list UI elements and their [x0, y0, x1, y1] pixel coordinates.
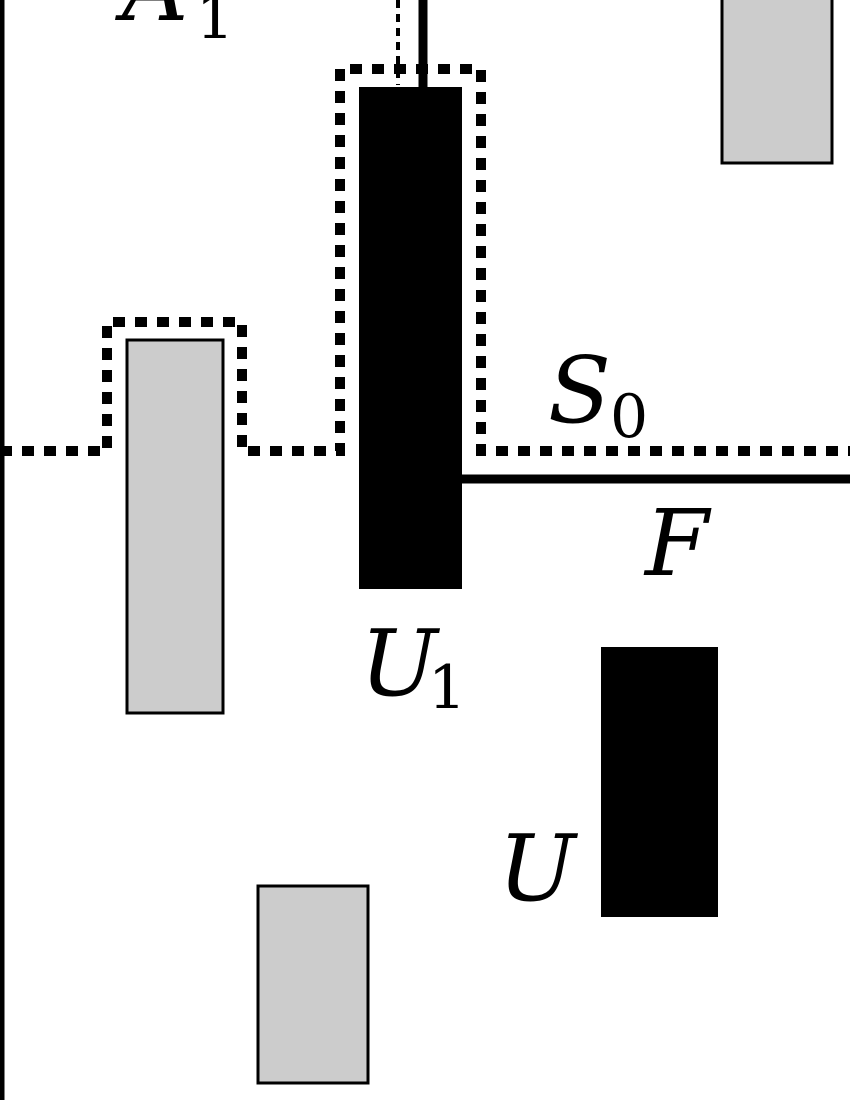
label-u-main: U: [498, 815, 579, 922]
label-s0-sub: 0: [610, 382, 648, 452]
black-box-u1: [359, 87, 462, 589]
label-f-main: F: [643, 490, 712, 597]
label-s0-main: S: [548, 337, 611, 444]
label-u1-sub: 1: [428, 653, 466, 723]
gray-box-top-right: [720, 0, 834, 165]
label-a1-sub: 1: [196, 0, 234, 53]
label-a1-main: A: [114, 0, 188, 42]
gray-box-left: [125, 338, 225, 715]
label-f: F: [643, 490, 712, 597]
label-u1: U 1: [360, 610, 466, 723]
label-s0: S 0: [548, 337, 648, 452]
gray-box-bottom: [256, 884, 370, 1085]
label-u: U: [498, 815, 579, 922]
black-box-u: [601, 647, 718, 917]
label-a1: A 1: [114, 0, 234, 53]
label-u1-main: U: [360, 610, 441, 717]
